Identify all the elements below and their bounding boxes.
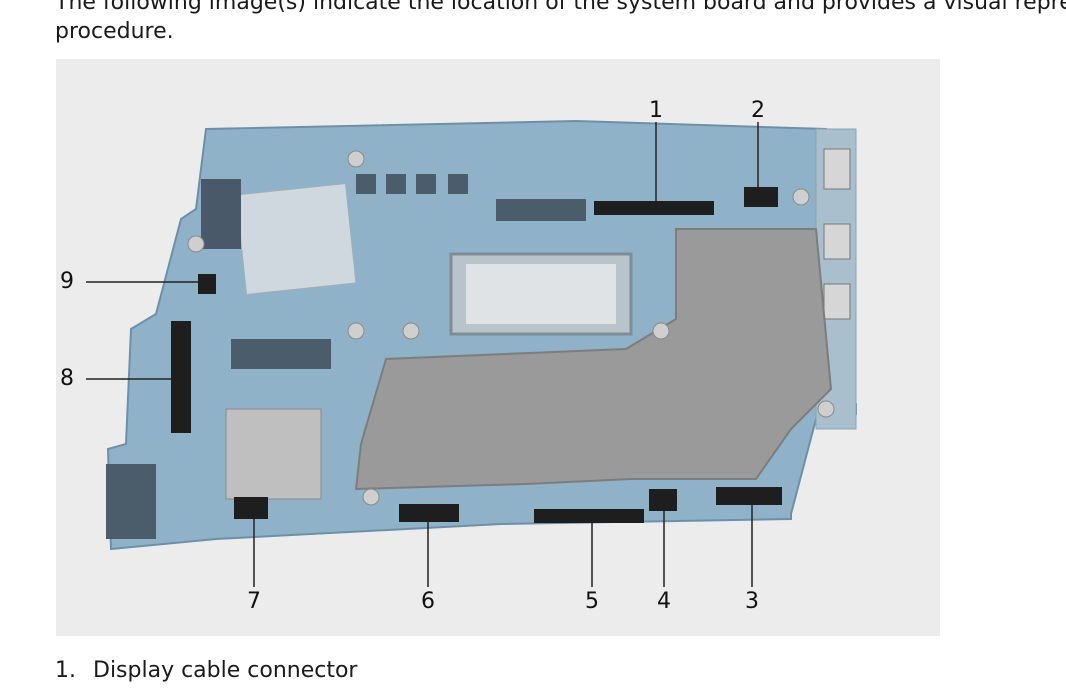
- callout-4: 4: [657, 589, 671, 614]
- callout-8: 8: [60, 366, 74, 391]
- connector-1: [594, 201, 714, 215]
- gpu-plate: [235, 182, 357, 296]
- list-item-label: Display cable connector: [93, 658, 358, 683]
- list-item-number: 1.: [55, 658, 76, 683]
- callout-6: 6: [421, 589, 435, 614]
- callout-9: 9: [60, 269, 74, 294]
- callout-1: 1: [649, 98, 663, 123]
- callout-3: 3: [745, 589, 759, 614]
- connector-3: [716, 487, 782, 505]
- connector-4: [649, 489, 677, 511]
- system-board-illustration: [86, 119, 857, 587]
- connector-6: [399, 504, 459, 522]
- callout-5: 5: [585, 589, 599, 614]
- shield: [354, 228, 833, 491]
- callout-2: 2: [751, 98, 765, 123]
- connector-5: [534, 509, 644, 523]
- connector-8: [171, 321, 191, 433]
- intro-line-1: The following image(s) indicate the loca…: [55, 0, 1066, 15]
- connector-7: [234, 497, 268, 519]
- list-item: 1. Display cable connector: [55, 657, 357, 685]
- intro-paragraph: The following image(s) indicate the loca…: [55, 0, 1066, 46]
- connector-9: [198, 274, 216, 294]
- system-board-figure: 1 2 3 4 5 6 7 8 9: [56, 59, 940, 636]
- callout-7: 7: [247, 589, 261, 614]
- connector-2: [744, 187, 778, 207]
- intro-line-2: procedure.: [55, 19, 174, 44]
